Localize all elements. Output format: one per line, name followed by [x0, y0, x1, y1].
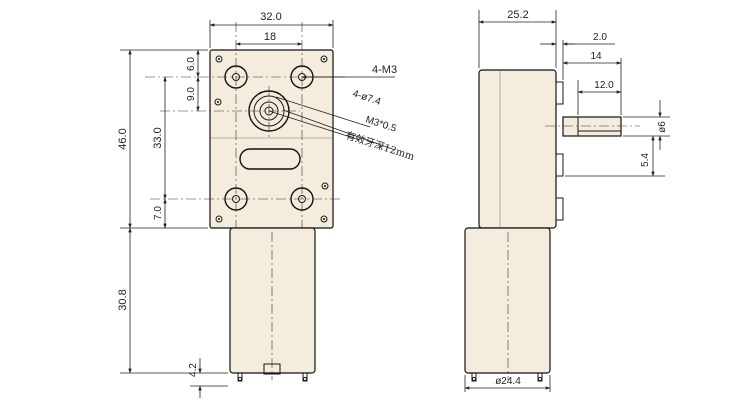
window-slot — [239, 148, 301, 170]
callout-shaft-thread: M3*0.5 — [364, 114, 398, 134]
motor-side-outline — [464, 227, 551, 374]
callout-bosses: 4-ø7.4 — [351, 88, 382, 108]
dim-terminal: 4.2 — [188, 363, 199, 377]
dim-shaft-flat: 12.0 — [594, 80, 614, 91]
dim-depth: 25.2 — [507, 9, 528, 21]
dim-height: 46.0 — [117, 128, 129, 149]
side-view: 25.2 2.0 14 12.0 ø6 5.4 ø24.4 — [464, 9, 670, 392]
dim-shaft-offset: 9.0 — [186, 87, 197, 101]
dim-flat-width: 5.4 — [640, 153, 651, 167]
dim-width: 32.0 — [260, 11, 281, 23]
dim-top-offset: 6.0 — [186, 57, 197, 71]
output-shaft-side — [562, 116, 622, 137]
dim-flange: 2.0 — [593, 32, 607, 43]
dim-motor-length: 30.8 — [117, 289, 129, 310]
corner-screws — [214, 55, 329, 223]
dim-motor-dia: ø24.4 — [495, 376, 521, 387]
callout-thread-depth: 有效牙深12mm — [344, 128, 417, 163]
flange-bumps — [555, 81, 564, 221]
front-view: 32.0 18 46.0 6.0 9.0 33.0 7.0 30.8 4.2 4… — [117, 11, 417, 398]
dim-shaft-dia: ø6 — [657, 121, 668, 133]
motor-front-outline — [229, 227, 316, 374]
dim-shaft-total: 14 — [590, 51, 602, 62]
callout-mount-holes: 4-M3 — [372, 64, 397, 76]
dim-bottom-offset: 7.0 — [153, 206, 164, 220]
gearbox-side-outline — [478, 69, 557, 229]
dim-hole-spacing-h: 18 — [264, 31, 276, 43]
dim-hole-spacing-v: 33.0 — [152, 127, 164, 148]
